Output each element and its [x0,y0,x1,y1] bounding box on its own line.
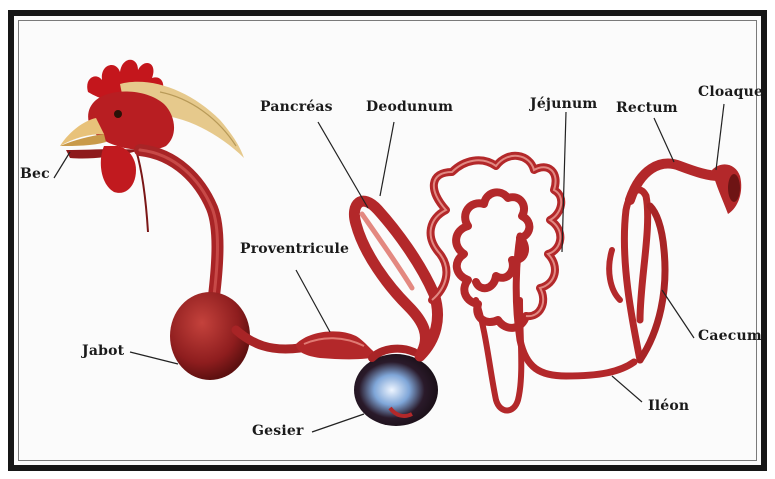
wattle [101,146,136,193]
label-gesier: Gesier [252,423,304,439]
leader-caecum [662,290,694,338]
label-caecum: Caecum [698,328,762,344]
leader-cloaque [716,104,724,170]
label-deodunum: Deodunum [366,99,453,115]
leader-bec [54,152,70,178]
label-ileon: Iléon [648,398,689,414]
leader-pancreas [318,122,368,208]
label-jabot: Jabot [82,343,124,359]
leader-ileon [612,376,642,402]
label-proventricule: Proventricule [240,241,349,257]
leader-jabot [130,352,178,364]
label-bec: Bec [20,166,50,182]
leader-gesier [312,414,364,432]
proventricule-organ [296,331,380,359]
label-jejunum: Jéjunum [530,96,597,112]
leader-deodunum [380,122,394,196]
leader-rectum [654,118,674,162]
label-cloaque: Cloaque [698,84,763,100]
label-pancreas: Pancréas [260,99,333,115]
esophagus [140,150,218,296]
leader-jejunum [562,112,566,252]
caecum-left [624,190,647,360]
label-rectum: Rectum [616,100,678,116]
jejunum-coil [431,156,562,328]
ileon-loop [516,236,634,376]
leader-proventricule [296,270,330,332]
